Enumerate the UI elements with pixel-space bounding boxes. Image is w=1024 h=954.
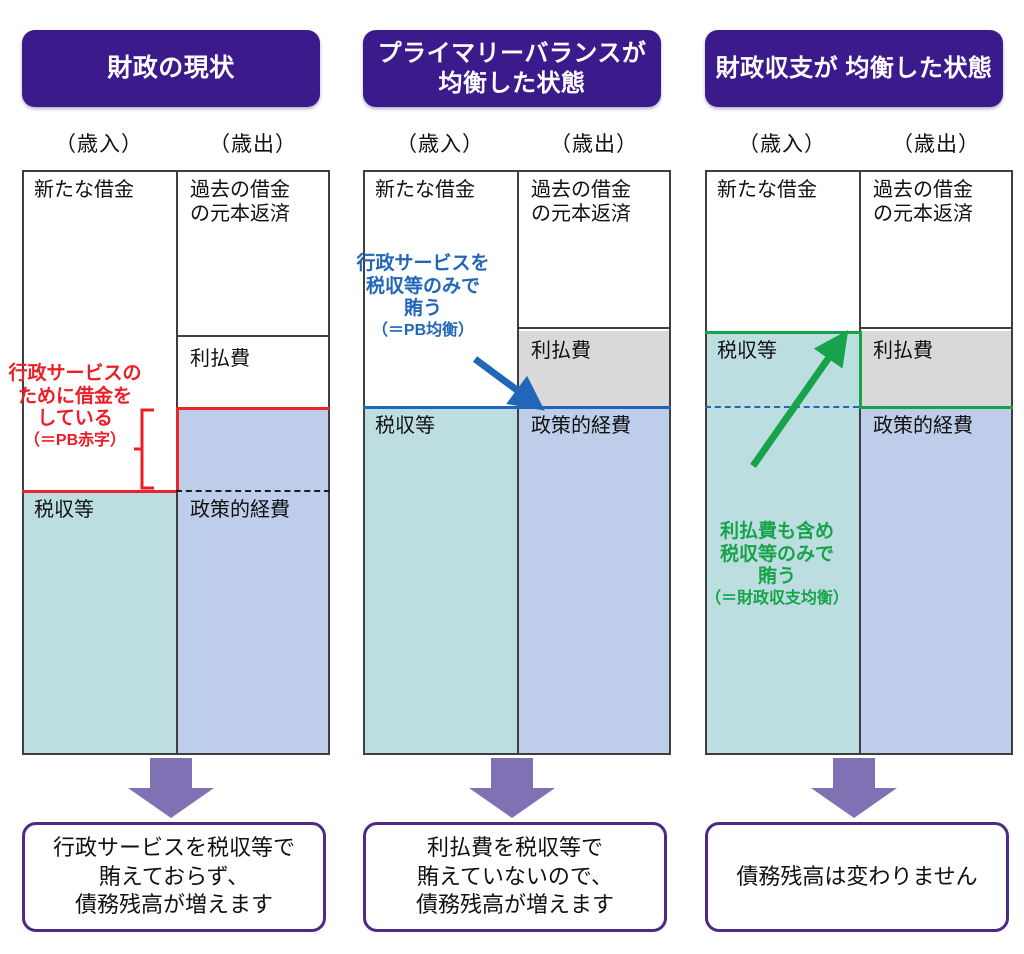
pb-deficit-top-line-0	[176, 407, 330, 410]
caption-expenditure-2: （歳出）	[892, 133, 980, 156]
chart-outline-1	[363, 170, 671, 755]
fiscal-balance-top-line-2	[705, 331, 859, 334]
pb-deficit-vertical-line-0	[176, 407, 179, 490]
budget-chart-2: 新たな借金 税収等 過去の借金 の元本返済 利払費 政策的経費	[705, 170, 1013, 755]
chart-outline-2	[705, 170, 1013, 755]
expenditure-column-0: 過去の借金 の元本返済 利払費 政策的経費	[176, 170, 330, 755]
caption-expenditure-0: （歳出）	[209, 133, 297, 156]
panel-header-2: 財政収支が 均衡した状態	[705, 30, 1003, 107]
segment-policy-expense-0: 政策的経費	[176, 490, 330, 755]
annotation-fiscal-balanced-2: 利払費も含め 税収等のみで 賄う （＝財政収支均衡）	[705, 520, 849, 608]
segment-interest-payment-1: 利払費	[517, 331, 671, 406]
segment-interest-payment-0: 利払費	[176, 339, 330, 407]
column-divider-2	[859, 170, 861, 755]
segment-tax-revenue-0: 税収等	[22, 490, 176, 755]
conclusion-box-0: 行政サービスを税収等で 賄えておらず、 債務残高が増えます	[22, 822, 326, 932]
segment-tax-revenue-2: 税収等	[705, 331, 859, 755]
panel-primary-balance-balanced: プライマリーバランスが 均衡した状態 （歳入） （歳出） 新たな借金 税収等 過…	[341, 0, 682, 954]
column-divider-1	[517, 170, 519, 755]
caption-expenditure-1: （歳出）	[550, 133, 638, 156]
fiscal-balance-vertical-line-2	[859, 331, 862, 408]
budget-chart-0: 新たな借金 税収等 過去の借金 の元本返済 利払費 政策的経費	[22, 170, 330, 755]
annotation-pointer-arrow-2	[750, 330, 849, 469]
segment-new-borrowing-1: 新たな借金	[363, 170, 517, 406]
panel-header-0: 財政の現状	[22, 30, 320, 107]
caption-revenue-0: （歳入）	[55, 133, 143, 156]
pb-deficit-bottom-line-0	[22, 490, 176, 493]
revenue-column-1: 新たな借金 税収等	[363, 170, 517, 755]
pb-deficit-bracket-0	[134, 408, 154, 490]
panel-header-1: プライマリーバランスが 均衡した状態	[363, 30, 661, 107]
conclusion-box-1: 利払費を税収等で 賄えていないので、 債務残高が増えます	[363, 822, 667, 932]
expenditure-column-1: 過去の借金 の元本返済 利払費 政策的経費	[517, 170, 671, 755]
flow-arrow-2	[811, 758, 897, 818]
flow-arrow-1	[469, 758, 555, 818]
fiscal-balance-line-2	[859, 406, 1013, 409]
pb-balance-dashed-line-2	[705, 406, 859, 408]
segment-principal-repayment-2: 過去の借金 の元本返済	[859, 170, 1013, 329]
segment-principal-repayment-1: 過去の借金 の元本返済	[517, 170, 671, 329]
revenue-column-0: 新たな借金 税収等	[22, 170, 176, 755]
chart-outline-0	[22, 170, 330, 755]
annotation-pb-balanced-1: 行政サービスを 税収等のみで 賄う （＝PB均衡）	[356, 252, 490, 340]
segment-policy-expense-1: 政策的経費	[517, 406, 671, 755]
panel-fiscal-balance-balanced: 財政収支が 均衡した状態 （歳入） （歳出） 新たな借金 税収等 過去の借金 の…	[683, 0, 1024, 954]
conclusion-box-2: 債務残高は変わりません	[705, 822, 1009, 932]
annotation-pointer-arrow-1	[472, 356, 545, 411]
segment-pb-deficit-area-0	[176, 407, 330, 490]
flow-arrow-0	[128, 758, 214, 818]
pb-balance-dashed-line-0	[176, 490, 330, 492]
revenue-column-2: 新たな借金 税収等	[705, 170, 859, 755]
caption-revenue-1: （歳入）	[396, 133, 484, 156]
caption-revenue-2: （歳入）	[738, 133, 826, 156]
segment-tax-revenue-1: 税収等	[363, 406, 517, 755]
segment-principal-repayment-0: 過去の借金 の元本返済	[176, 170, 330, 337]
annotation-pb-deficit-0: 行政サービスの ために借金を している （＝PB赤字）	[8, 362, 142, 450]
segment-interest-payment-2: 利払費	[859, 331, 1013, 406]
segment-new-borrowing-0: 新たな借金	[22, 170, 176, 490]
segment-new-borrowing-2: 新たな借金	[705, 170, 859, 331]
panel-current-fiscal-situation: 財政の現状 （歳入） （歳出） 新たな借金 税収等 過去の借金 の元本返済 利払…	[0, 0, 341, 954]
segment-policy-expense-2: 政策的経費	[859, 406, 1013, 755]
budget-chart-1: 新たな借金 税収等 過去の借金 の元本返済 利払費 政策的経費	[363, 170, 671, 755]
expenditure-column-2: 過去の借金 の元本返済 利払費 政策的経費	[859, 170, 1013, 755]
